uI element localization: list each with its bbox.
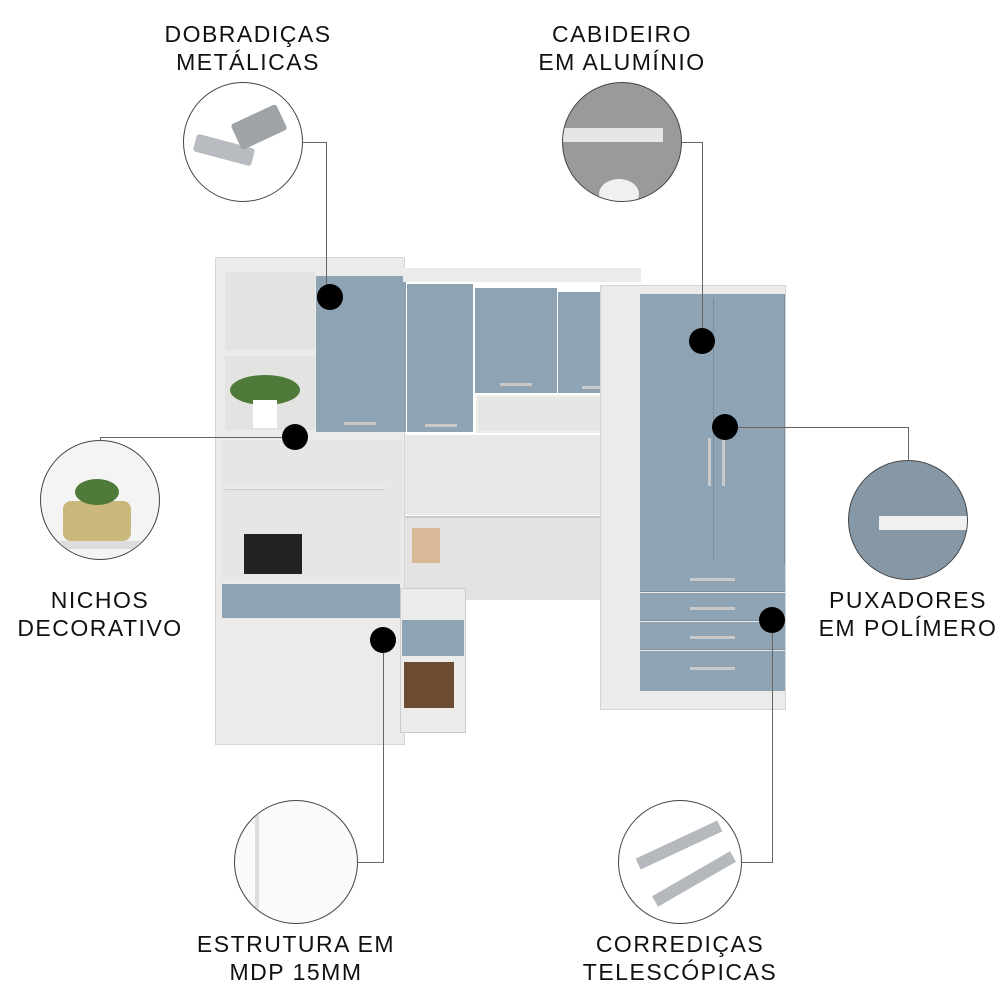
label-line: PUXADORES (829, 587, 987, 613)
label-line: ESTRUTURA EM (196, 931, 396, 957)
callout-dot-hinges (317, 284, 343, 310)
label-line: MDP 15MM (229, 959, 363, 985)
leader-line (302, 142, 327, 143)
leader-line (100, 437, 295, 438)
leader-line (772, 620, 773, 862)
hanger-rod-icon (562, 82, 682, 202)
decorative-niche-icon (40, 440, 160, 560)
leader-line (741, 862, 773, 863)
leader-line (100, 437, 101, 441)
handle-icon (848, 460, 968, 580)
mdp-panel-icon (234, 800, 358, 924)
label-line: NICHOS (50, 587, 150, 613)
leader-line (383, 640, 384, 862)
callout-dot-slides (759, 607, 785, 633)
label-line: DOBRADIÇAS (164, 21, 332, 47)
hinge-icon (183, 82, 303, 202)
telescopic-slide-icon (618, 800, 742, 924)
label-line: EM POLÍMERO (818, 615, 998, 641)
label-line: CABIDEIRO (551, 21, 693, 47)
callout-dot-handles (712, 414, 738, 440)
leader-line (725, 427, 909, 428)
label-line: DECORATIVO (17, 615, 183, 641)
label-line: TELESCÓPICAS (582, 959, 778, 985)
leader-line (908, 427, 909, 461)
label-line: EM ALUMÍNIO (538, 49, 706, 75)
leader-line (357, 862, 384, 863)
leader-line (702, 142, 703, 337)
callout-dot-hanger-rod (689, 328, 715, 354)
callout-dot-niches (282, 424, 308, 450)
label-line: CORREDIÇAS (595, 931, 765, 957)
label-line: METÁLICAS (176, 49, 320, 75)
callout-dot-structure (370, 627, 396, 653)
leader-line (682, 142, 703, 143)
leader-line (326, 142, 327, 292)
